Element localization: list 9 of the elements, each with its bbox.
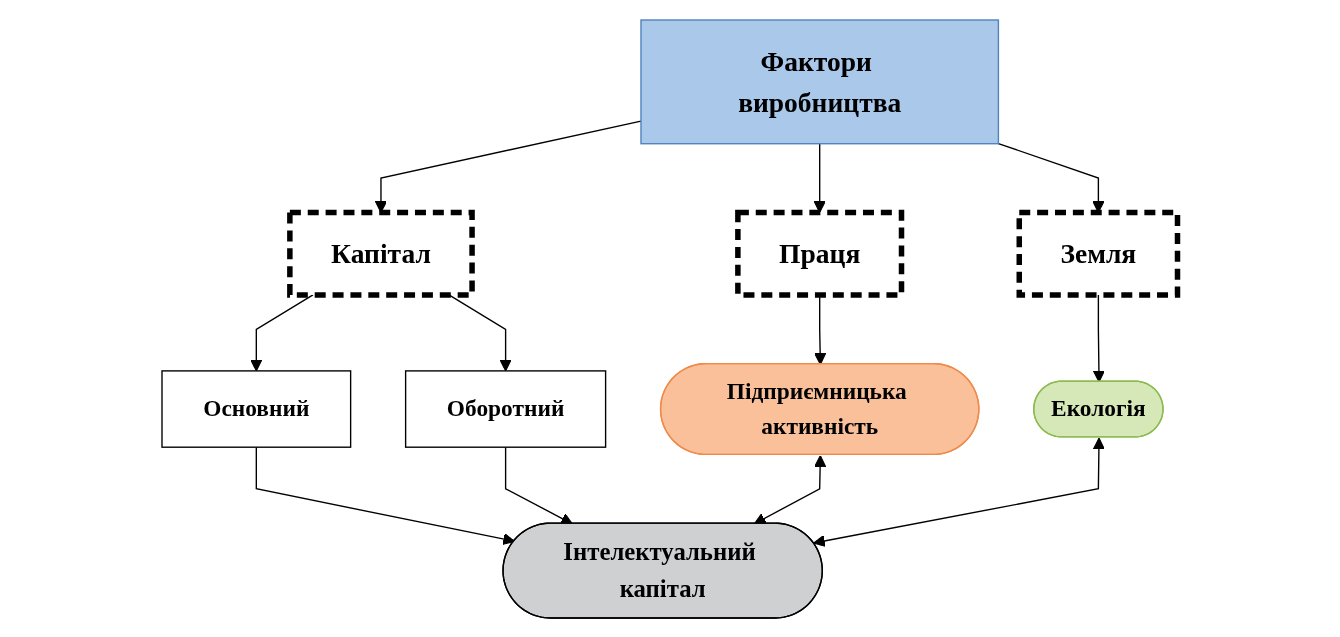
node-box: Основний — [161, 369, 352, 448]
arrow — [813, 437, 1106, 547]
node-box: Фактори виробництва — [640, 18, 1000, 144]
node-box: Оборотний — [405, 369, 607, 448]
node-box: Праця — [735, 209, 905, 298]
arrow — [505, 446, 574, 524]
node-box: Капітал — [287, 209, 476, 298]
node-box: Земля — [1016, 209, 1181, 298]
arrow — [754, 454, 827, 524]
